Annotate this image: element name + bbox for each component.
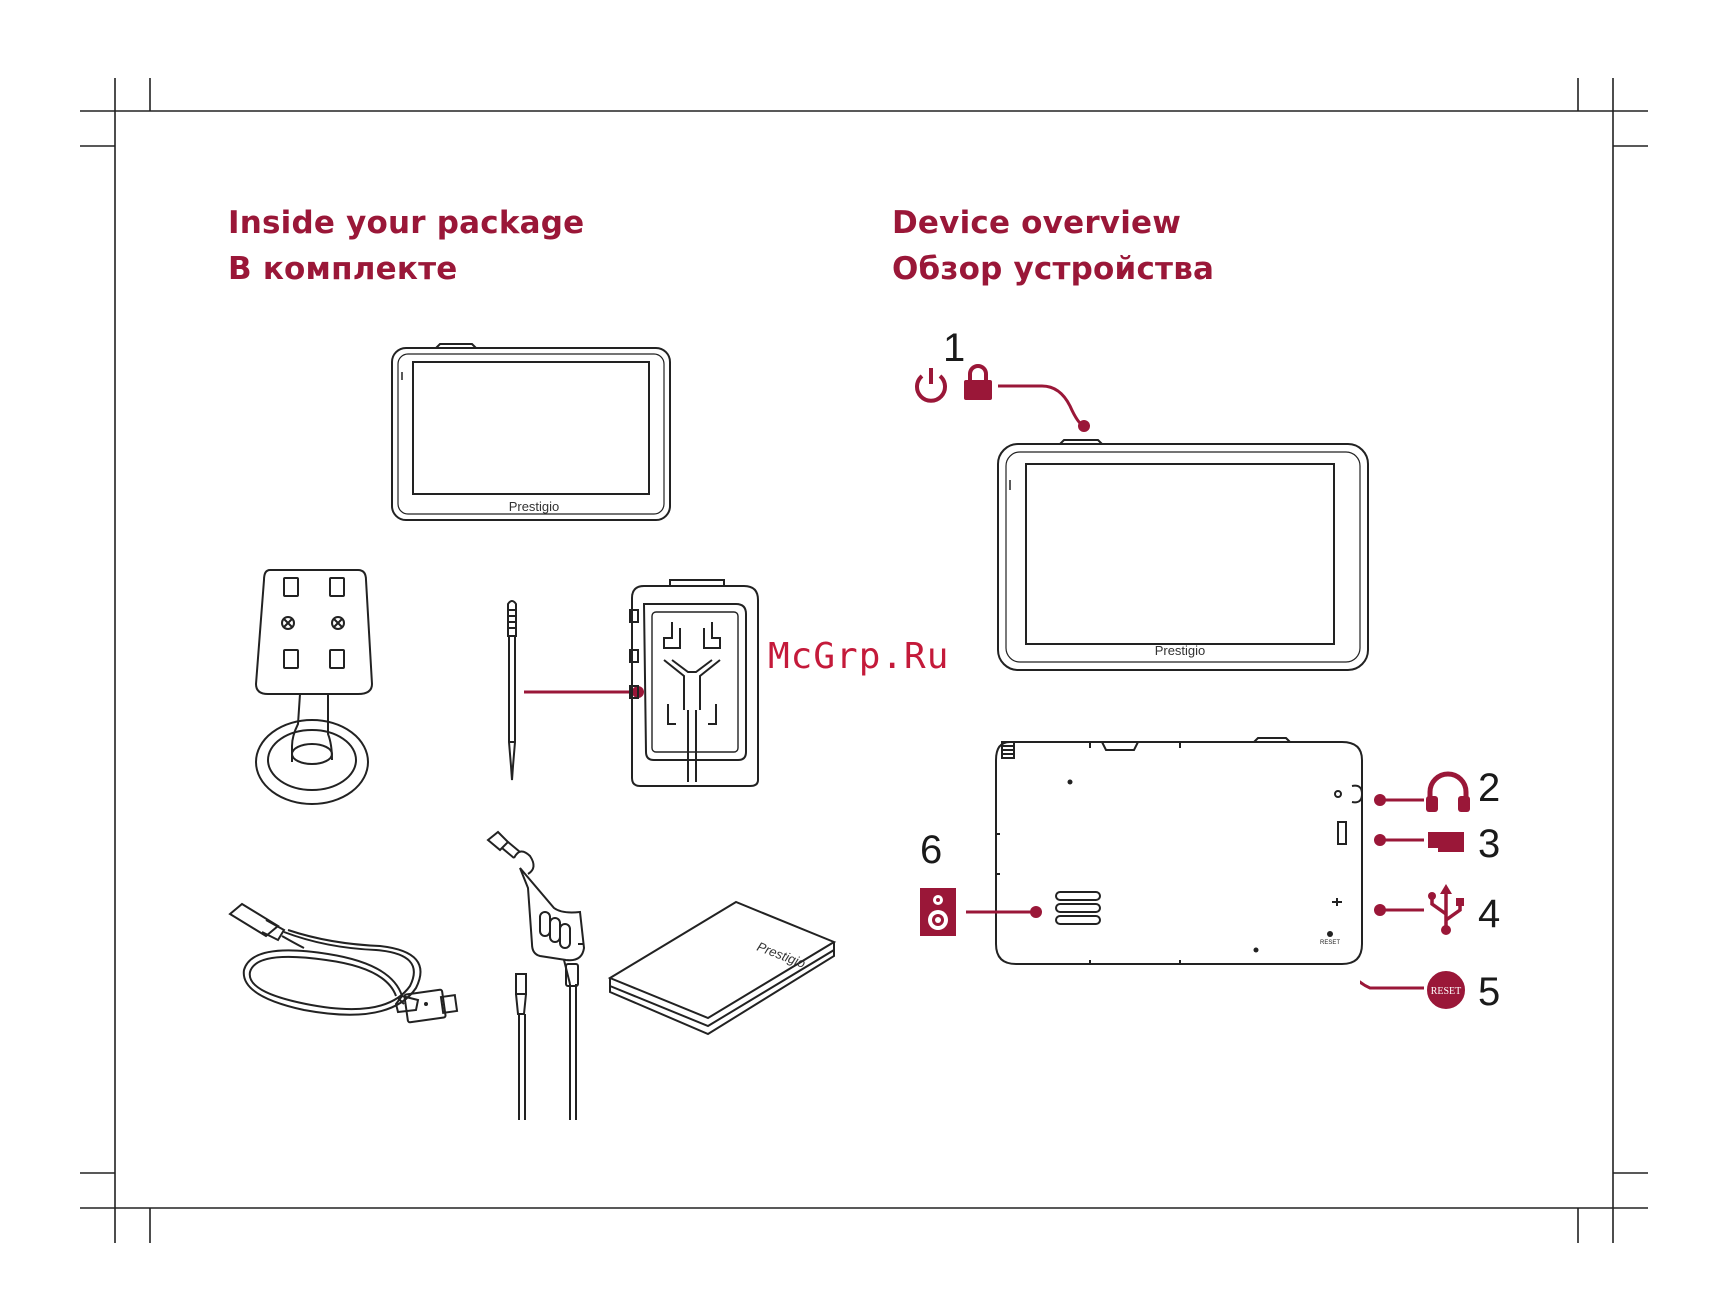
- overview-title-en: Device overview: [892, 200, 1181, 246]
- overview-title-ru: Обзор устройства: [892, 246, 1214, 292]
- car-charger: [480, 828, 590, 1124]
- package-title-en: Inside your package: [228, 200, 584, 246]
- headphones-icon: [1424, 770, 1472, 814]
- callout-number-4: 4: [1478, 894, 1500, 934]
- watermark: McGrp.Ru: [768, 636, 949, 677]
- reset-badge-label: RESET: [1431, 986, 1462, 997]
- reset-hole-label: RESET: [1320, 940, 1340, 946]
- device-front: Prestigio: [994, 436, 1374, 676]
- callout-number-5: 5: [1478, 972, 1500, 1012]
- power-lock-callout: [910, 362, 1100, 442]
- suction-mount: [250, 564, 380, 824]
- manual-brand: Prestigio: [755, 939, 808, 971]
- holder-bracket: [628, 576, 768, 792]
- package-title-ru: В комплекте: [228, 246, 457, 292]
- memory-card-icon: [1426, 830, 1466, 854]
- device-front-brand: Prestigio: [1155, 643, 1206, 658]
- callout-number-2: 2: [1478, 768, 1500, 808]
- power-icon: [917, 368, 945, 401]
- manual-booklet: Prestigio: [606, 898, 840, 1044]
- speaker-callout-line: [964, 904, 1044, 920]
- package-device-brand: Prestigio: [509, 499, 560, 514]
- usb-icon: [1424, 884, 1468, 936]
- callout-number-3: 3: [1478, 824, 1500, 864]
- callout-number-6: 6: [920, 830, 942, 870]
- usb-cable: [226, 900, 466, 1050]
- package-device-front: Prestigio: [386, 340, 676, 526]
- lock-icon: [964, 366, 992, 400]
- reset-icon: RESET: [1424, 968, 1468, 1012]
- speaker-icon: [918, 886, 958, 938]
- device-back: RESET: [990, 734, 1370, 974]
